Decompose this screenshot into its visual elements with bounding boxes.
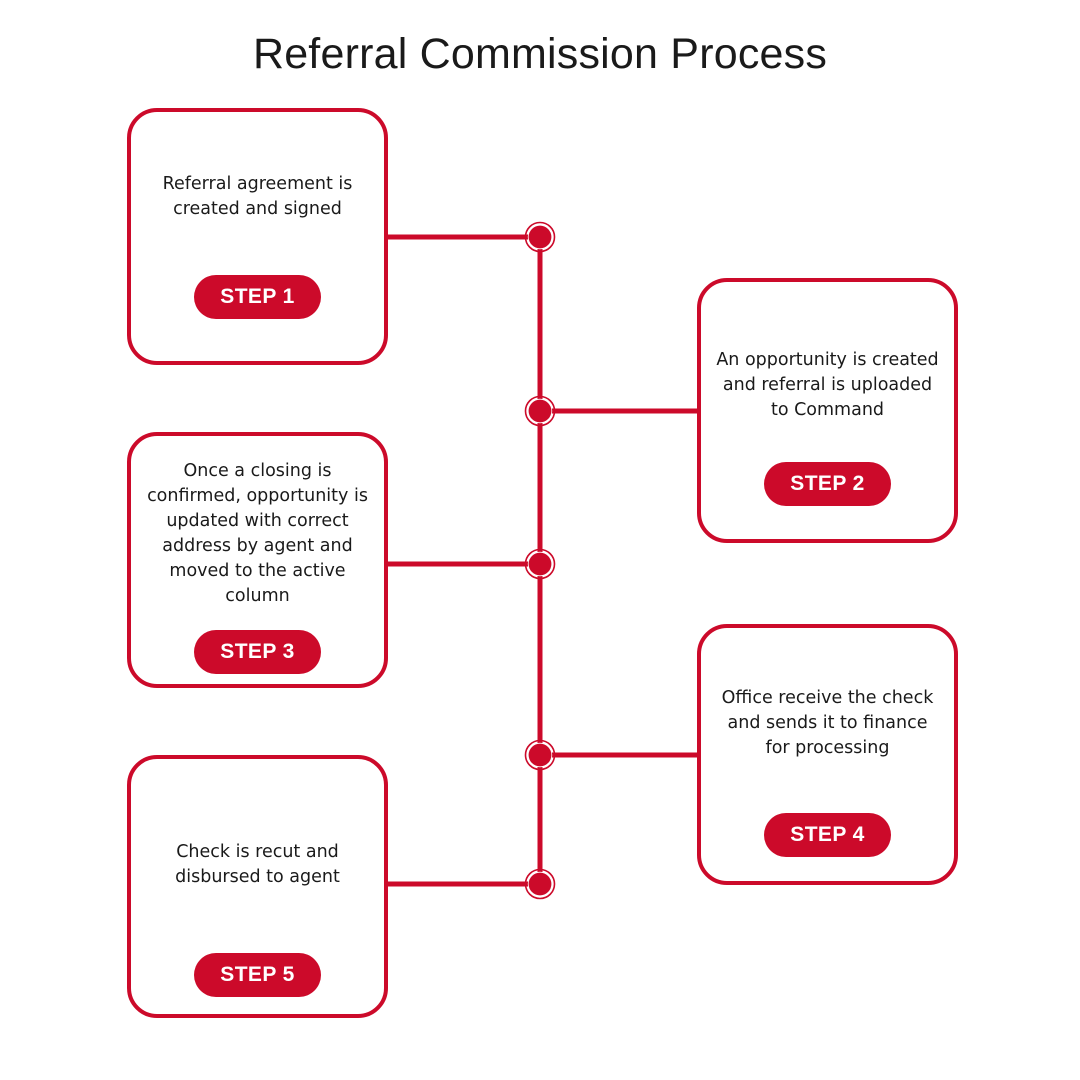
step-card-3[interactable]: Once a closing is confirmed, opportunity… <box>127 432 388 688</box>
step-card-2[interactable]: An opportunity is created and referral i… <box>697 278 958 543</box>
step-description-5: Check is recut and disbursed to agent <box>175 842 340 887</box>
step-badge-2[interactable]: STEP 2 <box>764 462 891 506</box>
node-3 <box>524 548 556 580</box>
page-title: Referral Commission Process <box>252 30 828 78</box>
step-description-3: Once a closing is confirmed, opportunity… <box>147 461 368 606</box>
step-description-1: Referral agreement is created and signed <box>162 174 353 219</box>
step-badge-4[interactable]: STEP 4 <box>764 813 891 857</box>
step-badge-3[interactable]: STEP 3 <box>194 630 321 674</box>
node-2 <box>524 395 556 427</box>
step-description-4: Office receive the check and sends it to… <box>721 688 934 758</box>
node-1 <box>524 221 556 253</box>
step-card-4[interactable]: Office receive the check and sends it to… <box>697 624 958 885</box>
step-card-1[interactable]: Referral agreement is created and signed… <box>127 108 388 365</box>
step-badge-5[interactable]: STEP 5 <box>194 953 321 997</box>
node-5 <box>524 868 556 900</box>
step-description-2: An opportunity is created and referral i… <box>716 350 939 420</box>
node-4 <box>524 739 556 771</box>
step-card-5[interactable]: Check is recut and disbursed to agent ST… <box>127 755 388 1018</box>
step-badge-1[interactable]: STEP 1 <box>194 275 321 319</box>
